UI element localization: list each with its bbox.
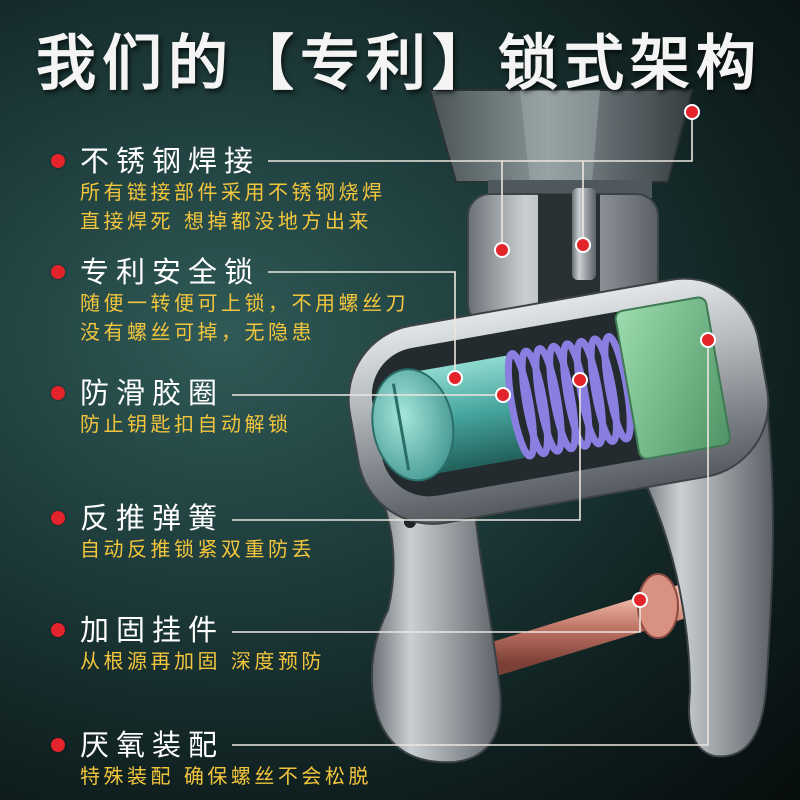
lock-housing: [347, 277, 770, 525]
callout-bullet: [51, 738, 65, 752]
callout-text: 没有螺丝可掉，无隐患: [80, 320, 315, 344]
callout-text: 防止钥匙扣自动解锁: [80, 412, 292, 436]
callout-bullet: [51, 154, 65, 168]
callout-text: 随便一转便可上锁，不用螺丝刀: [80, 291, 409, 315]
connector-anaerobic: [232, 340, 709, 746]
connector-pin: [232, 600, 641, 633]
callout-title: 加固挂件: [80, 613, 225, 647]
callout-weld: 不锈钢焊接 所有链接部件采用不锈钢烧焊 直接焊死 想掉都没地方出来: [48, 144, 386, 236]
left-arm: [370, 468, 502, 764]
callout-bullet: [51, 265, 65, 279]
callout-title: 专利安全锁: [80, 255, 261, 289]
connector-spring: [232, 380, 581, 521]
callout-rubber-ring: 防滑胶圈 防止钥匙扣自动解锁: [48, 376, 292, 439]
callout-title: 厌氧装配: [80, 728, 225, 762]
target-dot: [632, 592, 648, 608]
callout-spring: 反推弹簧 自动反推锁紧双重防丢: [48, 501, 315, 564]
target-dot: [447, 370, 463, 386]
spring-coil: [546, 342, 579, 453]
lock-cylinder-slot: [391, 383, 411, 471]
callout-text: 特殊装配 确保螺丝不会松脱: [80, 764, 372, 788]
callout-text: 从根源再加固 深度预防: [80, 649, 325, 673]
target-dot: [700, 332, 716, 348]
callout-title: 反推弹簧: [80, 501, 225, 535]
clevis-pin: [572, 188, 596, 280]
callout-bullet: [51, 623, 65, 637]
target-dot: [572, 372, 588, 388]
callout-anaerobic: 厌氧装配 特殊装配 确保螺丝不会松脱: [48, 728, 372, 791]
spring-coil: [532, 345, 565, 455]
spring-coil: [573, 337, 607, 448]
callout-reinforced-pin: 加固挂件 从根源再加固 深度预防: [48, 613, 325, 676]
swivel-top-facet: [520, 90, 600, 182]
connector-safety-lock: [268, 271, 456, 378]
spring-coil: [587, 335, 620, 445]
spring-coil: [560, 340, 593, 450]
connector-weld: [268, 112, 693, 162]
target-dot: [684, 104, 700, 120]
callout-safety-lock: 专利安全锁 随便一转便可上锁，不用螺丝刀 没有螺丝可掉，无隐患: [48, 255, 409, 347]
callout-bullet: [51, 386, 65, 400]
callout-text: 自动反推锁紧双重防丢: [80, 537, 315, 561]
lock-cylinder-face: [371, 368, 455, 482]
target-dot: [575, 237, 591, 253]
target-dot: [495, 387, 511, 403]
spring-coil: [504, 350, 538, 460]
spring-coil: [518, 347, 551, 458]
swivel-top-block: [428, 89, 694, 183]
callout-text: 所有链接部件采用不锈钢烧焊: [80, 180, 386, 204]
right-arm: [638, 396, 774, 758]
callout-title: 不锈钢焊接: [80, 144, 261, 178]
callout-bullet: [51, 511, 65, 525]
page-title: 我们的【专利】锁式架构: [36, 29, 762, 99]
target-dot: [494, 242, 510, 258]
callout-text: 直接焊死 想掉都没地方出来: [80, 209, 372, 233]
callout-title: 防滑胶圈: [80, 376, 225, 410]
